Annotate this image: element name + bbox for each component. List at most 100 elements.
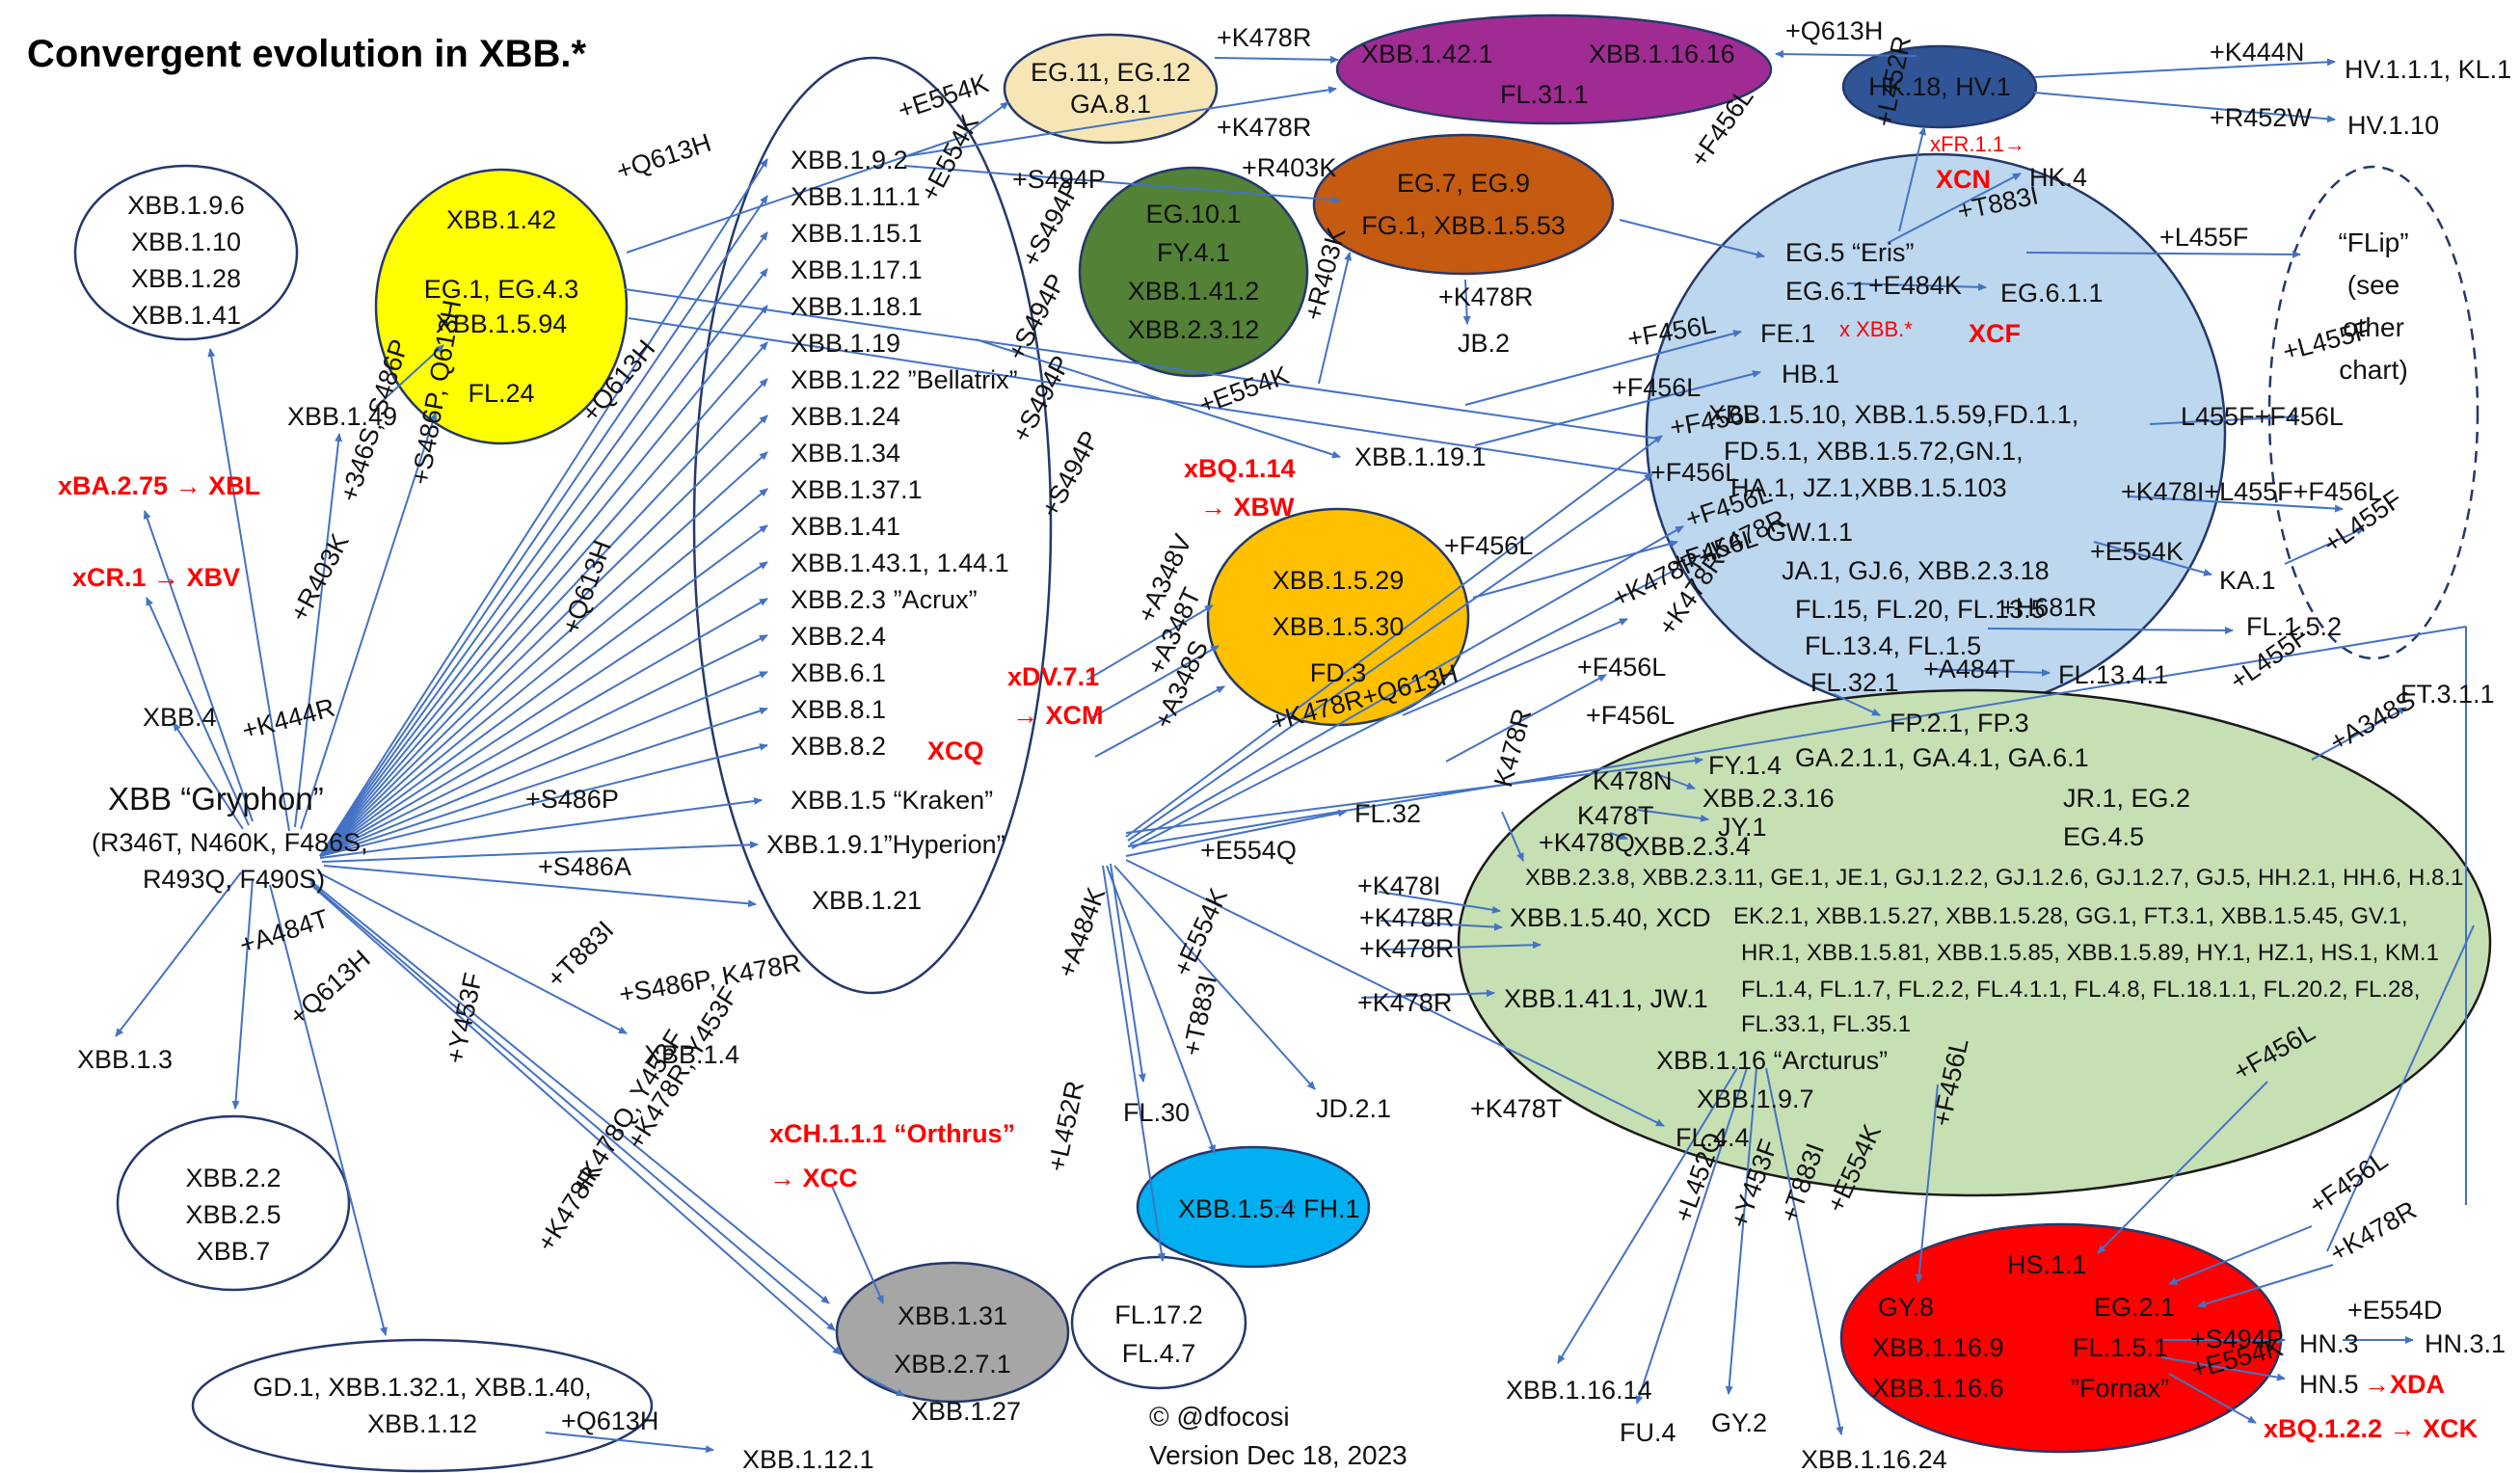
mutation-label: +F456L	[1577, 653, 1667, 682]
variant-label: HS.1.1	[2007, 1250, 2087, 1279]
arrow	[2033, 92, 2336, 123]
mutation-label: +L452R	[1042, 1078, 1090, 1175]
mutation-label: +E554K	[1194, 360, 1293, 420]
variant-label: FL.31.1	[1500, 80, 1589, 109]
recombinant-label: xCR.1 → XBV	[72, 563, 241, 592]
cluster-eg7-group	[1312, 133, 1615, 276]
arrow	[1318, 252, 1353, 385]
mutation-label: +E554K	[1821, 1119, 1888, 1218]
variant-label: FL.32	[1354, 799, 1422, 828]
variant-label: FL.1.4, FL.1.7, FL.2.2, FL.4.1.1, FL.4.8…	[1741, 977, 2421, 1003]
mutation-label: +Q613H	[283, 944, 376, 1031]
arrow	[319, 797, 763, 859]
recombinant-label: XCN	[1936, 165, 1992, 194]
arrow	[1129, 525, 1684, 845]
arrow	[1378, 891, 1501, 914]
variant-label: XBB.6.1	[791, 658, 887, 687]
arrow	[1765, 1067, 1844, 1435]
arrow	[1474, 370, 1761, 446]
mutation-label: +K444N	[2210, 38, 2305, 67]
arrow	[1472, 540, 1678, 599]
arrow	[319, 305, 768, 857]
arrow	[309, 882, 836, 1331]
variant-label: XBB.1.24	[791, 402, 901, 431]
variant-label: XBB.1.9.7	[1697, 1085, 1814, 1113]
variant-label: XBB.1.34	[791, 439, 901, 468]
arrow	[1445, 674, 1607, 763]
variant-label: XBB.1.16.16	[1589, 40, 1735, 68]
mutation-label: +K478I+L455F+F456L	[2121, 477, 2382, 506]
mutation-label: +S494P	[2190, 1325, 2284, 1353]
variant-label: HK.4	[2029, 163, 2088, 192]
variant-label: HR.1, XBB.1.5.81, XBB.1.5.85, XBB.1.5.89…	[1741, 940, 2439, 966]
variant-label: FY.1.4	[1708, 751, 1783, 780]
arrow	[319, 524, 768, 857]
variant-label: K478N	[1593, 766, 1673, 795]
variant-label: FP.2.1, FP.3	[1890, 709, 2029, 737]
arrow	[1462, 279, 1471, 325]
mutation-label: +E554K	[915, 110, 985, 206]
variant-label: EG.2.1	[2094, 1293, 2176, 1322]
arrow	[319, 561, 768, 857]
mutation-label: +K478R	[1359, 934, 1455, 963]
recombinant-label: xBA.2.75 → XBL	[58, 471, 261, 500]
variant-label: FL.15, FL.20, FL.13.5	[1795, 595, 2046, 624]
mutation-label: +F456L	[1650, 458, 1740, 487]
variant-label: XBB.1.27	[911, 1397, 1022, 1426]
variant-label: XBB.1.41.1, JW.1	[1504, 984, 1708, 1013]
mutation-label: +Q613H	[561, 1406, 659, 1435]
variant-label: XBB.1.21	[812, 886, 923, 915]
arrow	[1402, 618, 1628, 716]
recombinant-label: xDV.7.1	[1007, 662, 1100, 691]
recombinant-label: xBQ.1.2.2 → XCK	[2264, 1414, 2479, 1443]
variant-label: XBB.1.17.1	[791, 255, 923, 284]
cluster-gd1-group-label: GD.1, XBB.1.32.1, XBB.1.40,XBB.1.12	[253, 1373, 592, 1438]
mutation-label: +A484T	[235, 903, 333, 960]
cluster-xbb142-group	[374, 168, 629, 445]
variant-label: HA.1, JZ.1,XBB.1.5.103	[1730, 473, 2007, 502]
mutation-label: +E554K	[2090, 537, 2184, 566]
arrow	[319, 415, 768, 857]
arrow	[1360, 989, 1495, 999]
arrow	[319, 231, 768, 857]
cluster-xbb-list-group	[692, 56, 1053, 995]
variant-label: XBB.1.5.40, XCD	[1510, 903, 1711, 932]
variant-label: EK.2.1, XBB.1.5.27, XBB.1.5.28, GG.1, FT…	[1733, 903, 2408, 929]
arrow	[830, 1183, 884, 1304]
arrow	[319, 341, 768, 857]
arrow	[545, 1432, 714, 1454]
arrow	[1846, 282, 1987, 291]
recombinant-label: xFR.1.1→	[1930, 132, 2026, 156]
recombinant-label: xBQ.1.14	[1184, 454, 1296, 483]
variant-label: XBB.1.11.1	[791, 182, 921, 211]
arrow	[1125, 809, 1347, 857]
variant-label: XBB.1.42.1	[1361, 40, 1493, 68]
connector-line	[2326, 924, 2475, 1252]
mutation-label: +F456L	[1927, 1035, 1974, 1130]
variant-label: (R346T, N460K, F486S,	[92, 828, 368, 857]
arrow	[1987, 626, 2234, 634]
variant-label: JA.1, GJ.6, XBB.2.3.18	[1782, 556, 2050, 585]
variant-label: FE.1	[1760, 319, 1816, 348]
arrow	[317, 871, 628, 1034]
mutation-label: +A484K	[1052, 883, 1112, 981]
arrow	[1125, 757, 1703, 834]
arrow	[865, 1376, 905, 1397]
arrow	[1094, 685, 1225, 758]
cluster-hk18-group-label: HK.18, HV.1	[1868, 72, 2011, 101]
arrow	[2149, 413, 2299, 425]
variant-label: XBB.2.4	[791, 622, 887, 651]
recombinant-label: →XDA	[2364, 1370, 2446, 1399]
variant-label: GA.2.1.1, GA.4.1, GA.6.1	[1795, 743, 2089, 772]
mutation-label: +Q613H	[1785, 16, 1884, 45]
mutation-label: +H681R	[2000, 593, 2097, 622]
variant-label: XBB.1.12.1	[742, 1445, 874, 1473]
arrow	[1113, 865, 1316, 1090]
variant-label: XBB.1.49	[287, 402, 398, 431]
arrow	[2160, 1356, 2286, 1381]
attribution-author: © @dfocosi	[1149, 1402, 1290, 1432]
recombinant-label: XCF	[1969, 319, 2021, 348]
arrow	[319, 158, 768, 857]
